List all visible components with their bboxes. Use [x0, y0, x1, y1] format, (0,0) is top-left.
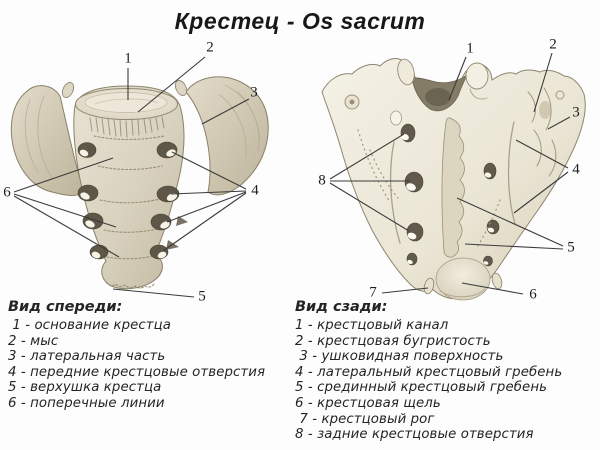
back-callout-5: 5	[567, 239, 575, 256]
legend-item: 3 - ушковидная поверхность	[295, 349, 504, 365]
legend-item: 6 - поперечные линии	[8, 395, 165, 411]
legend-item: 3 - латеральная часть	[8, 349, 166, 365]
legend-item: 5 - срединный крестцовый гребень	[295, 380, 548, 396]
back-callout-8: 8	[318, 172, 326, 189]
page-title: Крестец - Os sacrum	[174, 8, 426, 34]
back-right-horn	[491, 272, 503, 290]
legend-item: 8 - задние крестцовые отверстия	[295, 427, 534, 443]
back-callout-1: 1	[466, 40, 474, 57]
legend-item: 4 - латеральный крестцовый гребень	[295, 364, 563, 380]
front-view-legend: Вид спереди: 1 - основание крестца 2 - м…	[8, 299, 290, 412]
front-transverse-lines	[93, 135, 165, 260]
legend-item: 1 - крестцовый канал	[295, 318, 449, 333]
back-callout-4: 4	[572, 161, 580, 178]
legend-item: 2 - мыс	[8, 333, 59, 349]
back-right-process	[465, 62, 489, 90]
back-view-bone	[321, 58, 586, 301]
back-legend-title: Вид сзади:	[295, 299, 388, 315]
front-legend-title: Вид спереди:	[8, 299, 123, 315]
back-left-horn	[423, 277, 435, 295]
back-callout-6: 6	[529, 286, 537, 303]
legend-item: 4 - передние крестцовые отверстия	[8, 364, 266, 380]
front-foramina-highlights	[79, 149, 178, 259]
back-callout-7: 7	[369, 284, 377, 301]
front-promontory-hatching	[89, 116, 165, 138]
front-leader-lines	[13, 56, 250, 298]
back-median-crest	[441, 117, 465, 258]
front-callout-2: 2	[206, 39, 214, 56]
legend-item: 2 - крестцовая бугристость	[295, 333, 491, 349]
front-callout-3: 3	[250, 84, 258, 101]
legend-item: 6 - крестцовая щель	[295, 395, 441, 411]
back-leader-lines	[329, 52, 571, 295]
back-view-legend: Вид сзади: 1 - крестцовый канал 2 - крес…	[295, 299, 595, 443]
back-callout-2: 2	[549, 36, 557, 53]
back-callout-3: 3	[572, 104, 580, 121]
front-base-disc	[75, 88, 178, 120]
legend-item: 1 - основание крестца	[8, 318, 172, 333]
front-callout-4: 4	[251, 182, 259, 199]
back-sacral-hiatus	[435, 257, 491, 301]
front-right-wing	[185, 76, 269, 196]
front-callout-5: 5	[198, 288, 206, 305]
back-stippling	[357, 129, 501, 247]
back-left-lateral-crest	[389, 141, 401, 244]
back-sacral-foramina	[400, 123, 500, 267]
back-foramina-highlights	[401, 133, 495, 265]
legend-item: 7 - крестцовый рог	[295, 411, 435, 427]
front-view-bone	[10, 76, 269, 290]
back-right-lateral-crest	[507, 121, 516, 225]
front-left-wing	[10, 85, 85, 196]
back-left-process	[397, 58, 415, 86]
front-callout-6: 6	[3, 184, 11, 201]
legend-item: 5 - верхушка крестца	[8, 380, 162, 396]
front-callout-1: 1	[124, 50, 132, 67]
